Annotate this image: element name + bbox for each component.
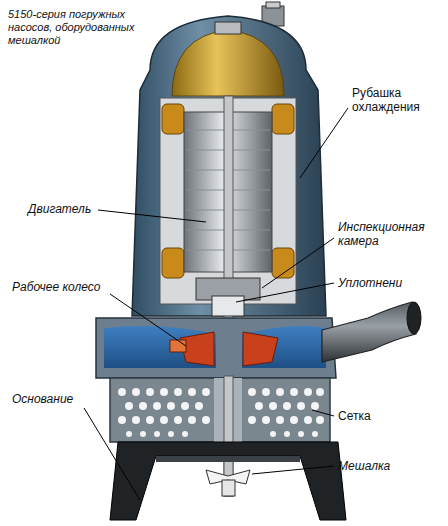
part-label: Основание — [12, 392, 92, 406]
part-label: Двигатель — [28, 202, 100, 216]
part-label: Мешалка — [338, 459, 438, 473]
part-label: Инспекционная камера — [338, 220, 444, 248]
part-label: Сетка — [338, 409, 438, 423]
part-label: Уплотнени — [338, 276, 444, 290]
diagram-title: 5150-серия погружных насосов, оборудован… — [8, 8, 158, 47]
part-label: Рубашка охлаждения — [352, 86, 442, 114]
part-label: Рабочее колесо — [12, 280, 112, 294]
